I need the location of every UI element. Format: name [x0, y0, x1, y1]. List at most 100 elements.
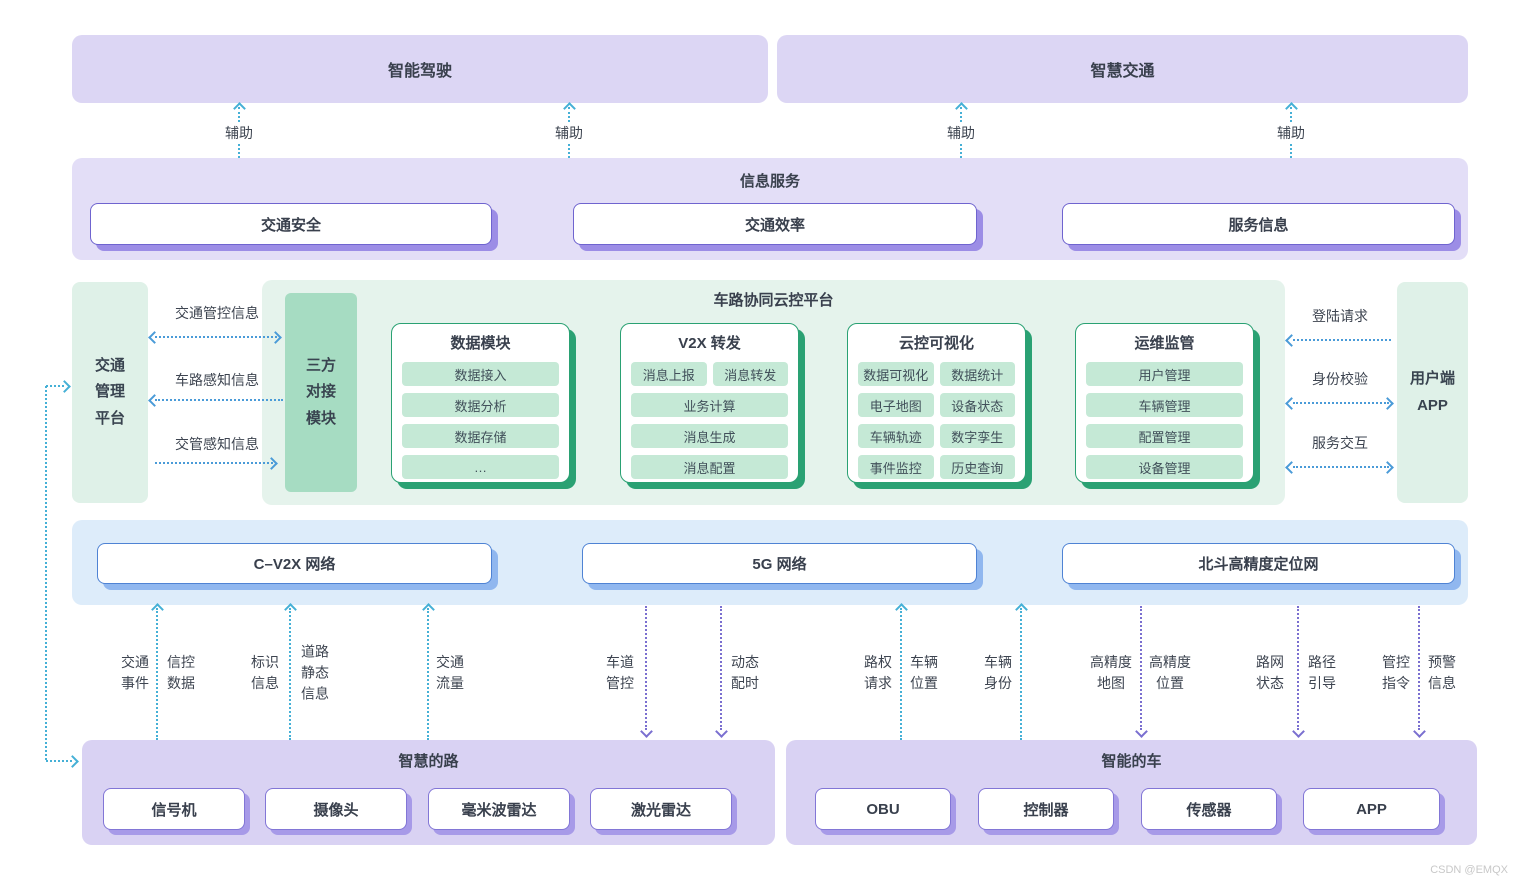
flow-label-sign-info: 标识 信息 [251, 654, 279, 691]
signal-machine-label: 信号机 [151, 801, 197, 819]
arrow-down-icon [640, 725, 653, 738]
box-cv2x-network: C–V2X 网络 [97, 543, 492, 584]
watermark: CSDN @EMQX [1430, 864, 1508, 876]
sensor-label: 传感器 [1186, 801, 1232, 819]
vehicle-app-label: APP [1356, 800, 1387, 818]
flow-arrow-up [289, 608, 291, 740]
box-third-party-module: 三方 对接 模块 [285, 293, 357, 492]
box-intelligent-driving: 智能驾驶 [72, 35, 768, 103]
box-traffic-efficiency: 交通效率 [573, 203, 977, 245]
arrow-down-icon [715, 725, 728, 738]
flow-label-dynamic-timing: 动态 配时 [731, 654, 759, 691]
platform-card-data-module: 数据模块 数据接入 数据分析 数据存储 … [391, 323, 570, 483]
flow-arrow-down [1140, 606, 1142, 730]
arrow-down-icon [1413, 725, 1426, 738]
link-label-traffic-police-sensing-info: 交管感知信息 [175, 436, 259, 452]
assist-label: 辅助 [552, 123, 586, 143]
arrow-up-icon [563, 102, 576, 115]
box-traffic-mgmt-platform: 交通 管理 平台 [72, 282, 148, 503]
flow-label-hd-position: 高精度 位置 [1149, 654, 1191, 691]
flow-arrow-down [1418, 606, 1420, 730]
box-signal-machine: 信号机 [103, 788, 245, 830]
beidou-network-label: 北斗高精度定位网 [1198, 556, 1319, 573]
bracket-line-vertical [45, 386, 47, 760]
card-item: 历史查询 [939, 455, 1015, 479]
card-item: 消息上报 [631, 362, 707, 386]
box-vehicle-app: APP [1303, 788, 1440, 830]
flow-arrow-down [720, 606, 722, 730]
arrow-left-icon [148, 394, 161, 407]
card-item: … [402, 455, 559, 479]
smart-transport-label: 智慧交通 [1090, 63, 1155, 80]
box-mmwave-radar: 毫米波雷达 [428, 788, 570, 830]
card-item: 数据存储 [402, 424, 559, 448]
arrow-right-icon [1381, 397, 1394, 410]
smart-vehicle-title: 智能的车 [1101, 753, 1162, 770]
card-item: 设备管理 [1086, 455, 1243, 479]
service-info-label: 服务信息 [1228, 216, 1289, 234]
box-obu: OBU [815, 788, 951, 830]
arrow-left-icon [1285, 397, 1298, 410]
arrow-left-icon [1285, 461, 1298, 474]
card-item: 数字孪生 [939, 424, 1015, 448]
box-user-app: 用户端 APP [1397, 282, 1468, 503]
link-line [155, 462, 273, 464]
card-item: 车辆轨迹 [858, 424, 934, 448]
link-line [1293, 339, 1391, 341]
assist-label: 辅助 [1274, 123, 1308, 143]
flow-arrow-up [156, 608, 158, 740]
link-label-traffic-control-info: 交通管控信息 [175, 305, 259, 321]
obu-label: OBU [866, 800, 900, 818]
card-title: 云控可视化 [898, 335, 974, 352]
intelligent-driving-label: 智能驾驶 [387, 63, 452, 80]
link-label-login-request: 登陆请求 [1312, 308, 1368, 324]
link-label-identity-verify: 身份校验 [1312, 371, 1368, 387]
card-item: 消息转发 [712, 362, 788, 386]
smart-road-title: 智慧的路 [398, 753, 459, 770]
platform-card-cloud-visualization: 云控可视化 数据可视化 数据统计 电子地图 设备状态 车辆轨迹 数字孪生 事件监… [847, 323, 1026, 483]
flow-arrow-down [1297, 606, 1299, 730]
arrow-down-icon [1135, 725, 1148, 738]
flow-label-lane-control: 车道 管控 [606, 654, 634, 691]
card-title: 运维监管 [1134, 335, 1195, 352]
card-title: V2X 转发 [678, 335, 741, 352]
platform-card-v2x-forwarding: V2X 转发 消息上报 消息转发 业务计算 消息生成 消息配置 [620, 323, 799, 483]
card-item: 数据统计 [939, 362, 1015, 386]
flow-label-traffic-event: 交通 事件 [121, 654, 149, 691]
link-line [155, 399, 283, 401]
camera-label: 摄像头 [313, 801, 359, 819]
card-item: 配置管理 [1086, 424, 1243, 448]
box-smart-transport: 智慧交通 [777, 35, 1468, 103]
arrow-left-icon [1285, 334, 1298, 347]
arrow-up-icon [955, 102, 968, 115]
arrow-right-icon [66, 755, 79, 768]
flow-label-warning-info: 预警 信息 [1428, 654, 1456, 691]
card-title: 数据模块 [450, 335, 511, 352]
assist-label: 辅助 [944, 123, 978, 143]
flow-arrow-up [900, 608, 902, 740]
flow-label-control-command: 管控 指令 [1382, 654, 1410, 691]
flow-arrow-up [1020, 608, 1022, 740]
box-beidou-network: 北斗高精度定位网 [1062, 543, 1455, 584]
5g-network-label: 5G 网络 [752, 556, 807, 573]
box-controller: 控制器 [978, 788, 1114, 830]
controller-label: 控制器 [1023, 801, 1069, 819]
platform-card-ops-supervision: 运维监管 用户管理 车辆管理 配置管理 设备管理 [1075, 323, 1254, 483]
flow-arrow-up [427, 608, 429, 740]
arrow-up-icon [233, 102, 246, 115]
arrow-right-icon [1381, 461, 1394, 474]
box-service-info: 服务信息 [1062, 203, 1455, 245]
flow-label-road-static-info: 道路 静态 信息 [301, 643, 329, 702]
card-item: 数据接入 [402, 362, 559, 386]
flow-label-signal-control-data: 信控 数据 [167, 654, 195, 691]
card-item: 消息生成 [631, 424, 788, 448]
flow-label-hd-map: 高精度 地图 [1090, 654, 1132, 691]
flow-label-vehicle-position: 车辆 位置 [910, 654, 938, 691]
card-item: 用户管理 [1086, 362, 1243, 386]
lidar-label: 激光雷达 [630, 801, 691, 819]
cv2x-network-label: C–V2X 网络 [253, 556, 336, 573]
bracket-line-bottom [46, 760, 72, 762]
box-lidar: 激光雷达 [590, 788, 732, 830]
arrow-left-icon [148, 331, 161, 344]
flow-label-route-guidance: 路径 引导 [1308, 654, 1336, 691]
